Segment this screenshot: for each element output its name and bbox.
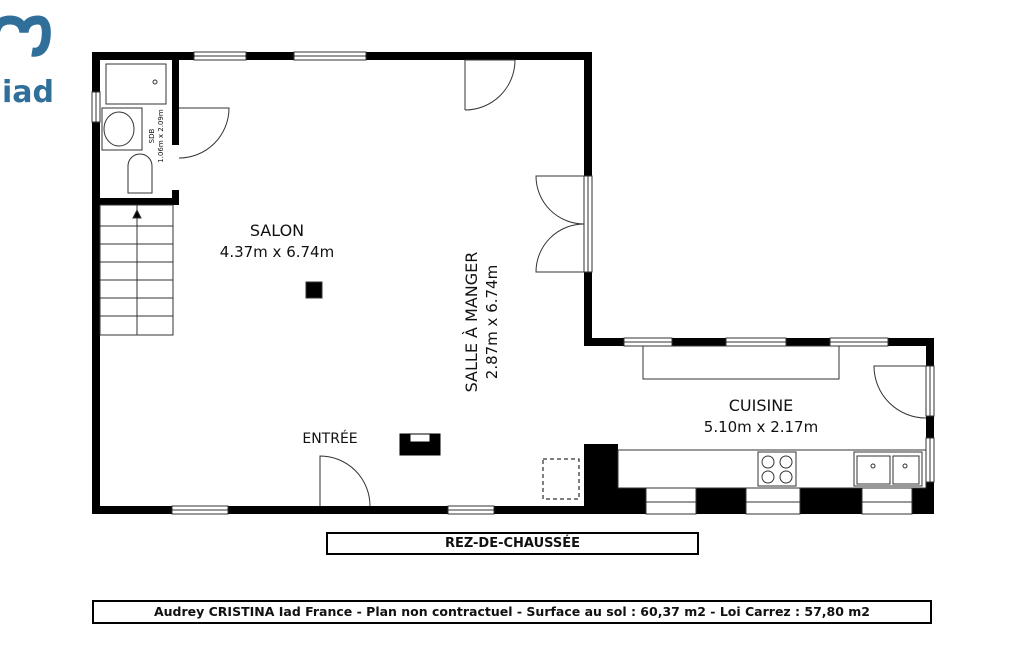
windows (91, 51, 935, 515)
cooktop (757, 451, 797, 487)
salle-a-manger-size: 2.87m x 6.74m (483, 265, 501, 379)
level-label: REZ-DE-CHAUSSÉE (326, 532, 699, 555)
fixtures (99, 63, 927, 500)
toilet (127, 153, 153, 194)
bathtub (101, 107, 143, 151)
sdb-size: 1.06m x 2.09m (157, 109, 165, 163)
counter (617, 449, 927, 489)
sink (853, 451, 923, 487)
fireplace (399, 433, 441, 456)
iad-logo: iad (0, 15, 54, 110)
footer-caption: Audrey CRISTINA Iad France - Plan non co… (92, 600, 932, 624)
salon-size: 4.37m x 6.74m (220, 243, 334, 261)
staircase (99, 204, 174, 336)
walls (92, 52, 934, 514)
doors (178, 59, 927, 507)
entree-label: ENTRÉE (302, 430, 357, 447)
column (305, 281, 323, 299)
salon-label: SALON (250, 221, 304, 240)
salle-a-manger-label: SALLE À MANGER (462, 252, 481, 393)
cuisine-label: CUISINE (729, 396, 794, 415)
kitchen-island (642, 345, 840, 380)
logo-text: iad (2, 75, 54, 110)
shower (105, 63, 167, 105)
cuisine-size: 5.10m x 2.17m (704, 418, 818, 436)
sdb-label: SDB (148, 128, 156, 143)
